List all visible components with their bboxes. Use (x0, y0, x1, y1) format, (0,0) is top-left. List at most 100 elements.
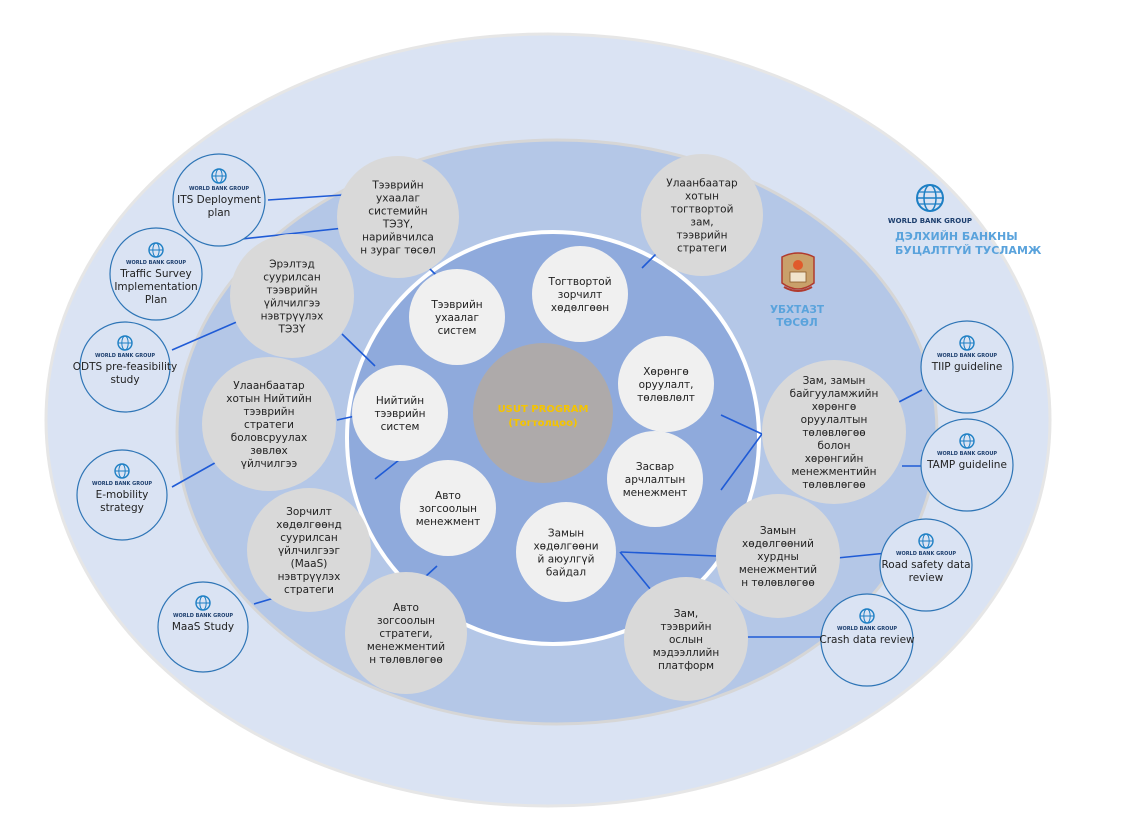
wb-brand-label: WORLD BANK GROUP (937, 353, 997, 359)
connector-line (341, 333, 376, 367)
wb-node-w_maas[interactable]: WORLD BANK GROUP MaaS Study (157, 581, 249, 673)
inner-node-label-line: тээврийн (374, 408, 425, 420)
middle-node-label-line: оруулалтын (801, 414, 868, 426)
inner-node-circle (400, 460, 496, 556)
middle-node-label-line: хотын (685, 191, 719, 203)
inner-node-circle (607, 431, 703, 527)
wb-node-circle (820, 593, 914, 687)
ubx-caption-line-1: УБХТАЗТ (770, 304, 825, 316)
inner-node-label-line: оруулалт, (639, 379, 694, 391)
middle-node-label-line: Зам, (674, 608, 698, 620)
middle-node-m_sustain[interactable]: Улаанбаатархотынтогтвортойзам,тээврийнст… (641, 154, 763, 276)
middle-node-circle (716, 494, 840, 618)
middle-node-label-line: тээврийн (243, 406, 294, 418)
globe-icon (117, 335, 133, 351)
wb-brand-label: WORLD BANK GROUP (173, 613, 233, 619)
middle-node-circle (641, 154, 763, 276)
wb-brand-label: WORLD BANK GROUP (837, 626, 897, 632)
middle-node-m_maas[interactable]: Зорчилтхөдөлгөөндсуурилсанүйлчилгээг(Maa… (247, 488, 371, 612)
connector-line (720, 414, 763, 435)
wb-node-circle (172, 153, 266, 247)
wb-node-circle (76, 449, 168, 541)
ubx-caption-line-2: ТӨСӨЛ (776, 317, 817, 329)
wb-node-circle (109, 227, 203, 321)
wb-caption-line-1: ДЭЛХИЙН БАНКНЫ (895, 230, 1018, 243)
middle-node-label-line: (MaaS) (291, 558, 328, 570)
inner-node-label-line: байдал (546, 567, 586, 579)
wb-node-label: Road safety data (881, 559, 970, 571)
middle-node-label-line: ТЭЗҮ, (382, 219, 413, 231)
middle-node-label-line: н зураг төсөл (360, 245, 435, 257)
middle-node-label-line: стратеги, (379, 628, 432, 640)
inner-node-circle (409, 269, 505, 365)
middle-node-label-line: байгууламжийн (790, 388, 879, 400)
inner-node-label-line: Засвар (636, 461, 675, 473)
middle-node-label-line: стратеги (677, 243, 727, 255)
middle-node-label-line: хөрөнгийн (805, 453, 864, 465)
middle-node-m_asset[interactable]: Зам, замынбайгууламжийнхөрөнгөоруулалтын… (762, 360, 906, 504)
middle-node-label-line: хурдны (757, 551, 799, 563)
middle-node-label-line: платформ (658, 660, 714, 672)
middle-node-label-line: тээврийн (266, 285, 317, 297)
middle-node-circle (230, 234, 354, 358)
connector-line (619, 551, 652, 591)
middle-node-label-line: тээврийн (676, 230, 727, 242)
center-subtitle: (Тогтолцоо) (508, 418, 577, 429)
middle-node-label-line: үйлчилгээ (241, 458, 298, 470)
middle-node-m_its[interactable]: ТээврийнухаалагсистемийнТЭЗҮ,нарийвчилса… (337, 156, 459, 278)
connector-line (896, 389, 923, 404)
connector-line (836, 552, 888, 559)
middle-node-label-line: хөдөлгөөнд (276, 519, 342, 531)
middle-node-label-line: стратеги (284, 584, 334, 596)
middle-node-label-line: зам, (690, 217, 713, 229)
middle-node-label-line: менежментийн (791, 466, 876, 478)
wb-node-label: Plan (145, 294, 167, 306)
wb-node-circle (920, 418, 1014, 512)
globe-icon (211, 168, 227, 184)
wb-node-label: TIIP guideline (931, 361, 1003, 373)
middle-node-label-line: стратеги (244, 419, 294, 431)
wb-node-label: MaaS Study (172, 621, 234, 633)
middle-node-label-line: нарийвчилса (362, 232, 434, 244)
middle-node-circle (247, 488, 371, 612)
center-node[interactable]: USUT PROGRAM (Тогтолцоо) (473, 343, 613, 483)
wb-brand-label: WORLD BANK GROUP (189, 186, 249, 192)
middle-ring-nodes: ТээврийнухаалагсистемийнТЭЗҮ,нарийвчилса… (202, 154, 906, 701)
middle-node-circle (624, 577, 748, 701)
globe-icon (959, 433, 975, 449)
inner-node-label-line: арчлалтын (625, 474, 685, 486)
middle-node-label-line: нэвтрүүлэх (278, 571, 341, 583)
inner-node-label-line: Авто (435, 490, 461, 502)
middle-node-label-line: Зам, замын (803, 375, 866, 387)
connector-line (620, 551, 717, 557)
wb-node-circle (157, 581, 249, 673)
middle-node-circle (337, 156, 459, 278)
wb-node-label: plan (208, 207, 231, 219)
middle-node-m_demand[interactable]: Эрэлтэдсуурилсантээврийнүйлчилгээнэвтрүү… (230, 234, 354, 358)
wb-brand-label: WORLD BANK GROUP (92, 481, 152, 487)
wb-node-w_tiip[interactable]: WORLD BANK GROUP TIIP guideline (920, 320, 1014, 414)
wb-node-label: Traffic Survey (119, 268, 191, 280)
inner-node-label-line: зогсоолын (419, 503, 477, 515)
globe-icon (859, 608, 875, 624)
inner-node-label-line: хөдөлгөөни (533, 541, 598, 553)
